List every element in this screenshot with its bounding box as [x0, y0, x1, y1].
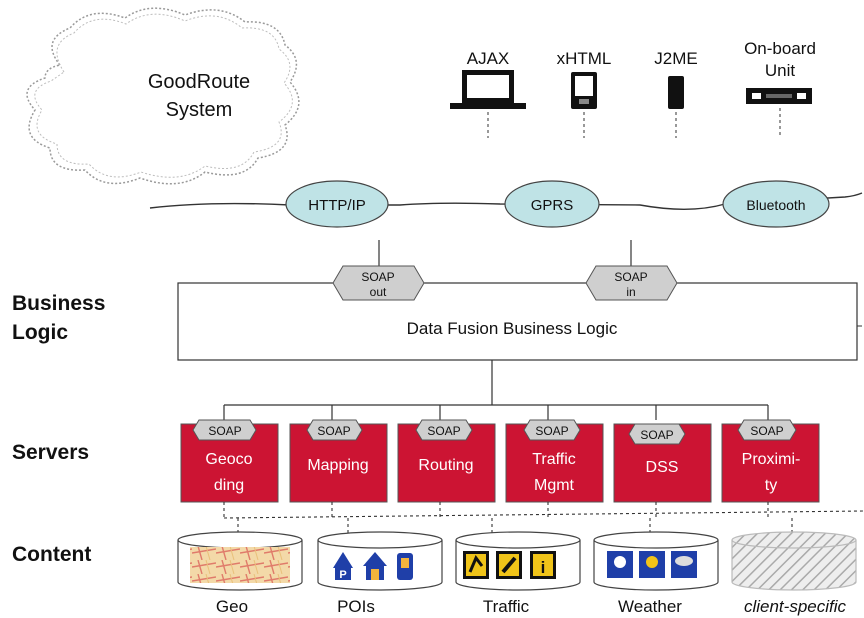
soap-out-gateway: SOAP out [332, 265, 425, 301]
network-backbone-line [149, 192, 863, 210]
server-soap-label: SOAP [750, 424, 783, 438]
mobile-phone-icon [668, 76, 684, 109]
server-name-line1: Geoco [205, 451, 252, 468]
content-label-client-specific: client-specific [744, 597, 847, 616]
layer-label-content: Content [12, 543, 91, 566]
server-content-links [223, 502, 864, 535]
business-logic-label: Data Fusion Business Logic [407, 319, 618, 338]
device-onboard-unit: On-board Unit [744, 39, 816, 138]
server-name-line2: Mgmt [534, 477, 575, 494]
server-routing: SOAP Routing [397, 419, 496, 503]
server-soap-label: SOAP [640, 428, 673, 442]
server-traffic-mgmt: SOAP Traffic Mgmt [505, 419, 604, 503]
device-label-j2me: J2ME [654, 49, 697, 68]
layer-label-servers: Servers [12, 441, 89, 464]
onboard-unit-icon [746, 88, 812, 104]
network-label-http-ip: HTTP/IP [308, 197, 366, 214]
soap-in-line1: SOAP [614, 270, 647, 284]
server-connector-tree [223, 360, 769, 420]
svg-text:i: i [541, 558, 546, 577]
content-weather: Weather [593, 531, 719, 616]
device-label-onboard-line2: Unit [765, 61, 796, 80]
soap-out-line1: SOAP [361, 270, 394, 284]
device-label-onboard-line1: On-board [744, 39, 816, 58]
network-label-bluetooth: Bluetooth [746, 197, 805, 213]
server-mapping: SOAP Mapping [289, 419, 388, 503]
network-http-ip: HTTP/IP [285, 180, 389, 228]
map-thumbnail-icon [190, 547, 290, 583]
server-soap-label: SOAP [208, 424, 241, 438]
system-title-line2: System [166, 99, 233, 121]
device-label-xhtml: xHTML [557, 49, 612, 68]
server-dss: SOAP DSS [613, 423, 712, 503]
poi-icons: P [333, 552, 413, 581]
content-pois: P POIs [317, 531, 443, 616]
svg-text:P: P [339, 569, 346, 581]
server-name-line2: ty [765, 477, 777, 494]
weather-icons [607, 551, 697, 578]
soap-in-line2: in [626, 285, 635, 299]
server-soap-label: SOAP [427, 424, 460, 438]
server-name-line2: ding [214, 477, 244, 494]
server-name-line1: Traffic [532, 451, 576, 468]
business-logic-box [177, 282, 858, 361]
laptop-icon [450, 70, 526, 109]
content-client-specific: client-specific [731, 531, 857, 616]
pda-icon [571, 72, 597, 109]
traffic-sign-icons: i [463, 551, 556, 579]
cloud-shape [26, 7, 300, 185]
content-label-geo: Geo [216, 597, 248, 616]
network-bluetooth: Bluetooth [722, 180, 830, 228]
content-label-weather: Weather [618, 597, 682, 616]
content-geo: Geo [177, 531, 303, 616]
network-gprs: GPRS [504, 180, 600, 228]
soap-in-gateway: SOAP in [585, 265, 678, 301]
content-label-pois: POIs [337, 597, 375, 616]
layer-label-business-line1: Business [12, 292, 105, 315]
soap-out-line2: out [370, 285, 387, 299]
system-title-line1: GoodRoute [148, 71, 250, 93]
content-traffic: i Traffic [455, 531, 581, 616]
device-xhtml: xHTML [557, 49, 612, 138]
server-name-line1: Routing [418, 457, 473, 474]
hatched-placeholder-icon [744, 549, 844, 579]
server-name-line1: Mapping [307, 457, 368, 474]
device-label-ajax: AJAX [467, 49, 510, 68]
device-j2me: J2ME [654, 49, 698, 138]
content-label-traffic: Traffic [483, 597, 530, 616]
server-name-line1: Proximi- [742, 451, 801, 468]
device-ajax: AJAX [450, 49, 526, 138]
server-soap-label: SOAP [317, 424, 350, 438]
server-name-line1: DSS [646, 459, 679, 476]
layer-label-business-line2: Logic [12, 321, 68, 344]
server-soap-label: SOAP [535, 424, 568, 438]
server-geocoding: SOAP Geoco ding [180, 419, 279, 503]
network-label-gprs: GPRS [531, 197, 574, 214]
server-proximity: SOAP Proximi- ty [721, 419, 820, 503]
